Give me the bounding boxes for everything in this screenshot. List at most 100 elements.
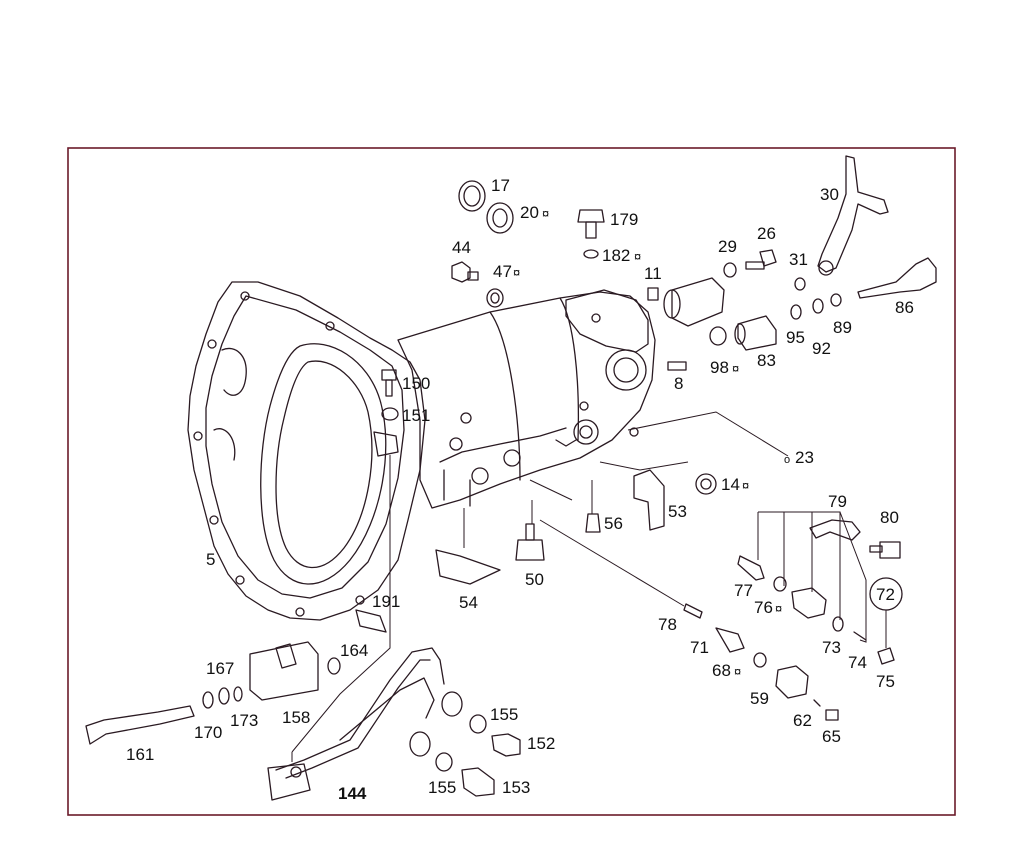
callout-54: 54 bbox=[459, 593, 478, 612]
callout-167: 167 bbox=[206, 659, 234, 678]
callout-29: 29 bbox=[718, 237, 737, 256]
callout-labels: 5 17 20 ¤ 179 182 ¤ 44 47 ¤ 11 29 26 30 … bbox=[126, 176, 914, 803]
callout-56: 56 bbox=[604, 514, 623, 533]
part-44-bolt bbox=[451, 261, 479, 283]
part-53-bracket bbox=[633, 469, 665, 531]
part-144-pipe bbox=[267, 647, 463, 801]
callout-53: 53 bbox=[668, 502, 687, 521]
part-151-washer bbox=[381, 407, 399, 421]
part-155b-washer bbox=[435, 752, 453, 772]
callout-44: 44 bbox=[452, 238, 471, 257]
part-73-ring bbox=[832, 616, 844, 632]
part-167-ring bbox=[218, 687, 230, 705]
callout-89: 89 bbox=[833, 318, 852, 337]
bell-housing bbox=[187, 281, 426, 621]
part-173-ring bbox=[233, 686, 243, 702]
callout-152: 152 bbox=[527, 734, 555, 753]
part-valve-fitting bbox=[791, 587, 827, 619]
callout-17: 17 bbox=[491, 176, 510, 195]
callout-164: 164 bbox=[340, 641, 368, 660]
part-77-fitting bbox=[737, 555, 765, 581]
callout-144: 144 bbox=[338, 784, 367, 803]
marker-47: ¤ bbox=[513, 265, 520, 280]
callout-5: 5 bbox=[206, 550, 215, 569]
callout-30: 30 bbox=[820, 185, 839, 204]
part-75-clamp bbox=[877, 647, 895, 665]
diagram-frame bbox=[67, 147, 956, 816]
callout-95: 95 bbox=[786, 328, 805, 347]
callout-50: 50 bbox=[525, 570, 544, 589]
part-71-plug bbox=[715, 627, 745, 653]
callout-161: 161 bbox=[126, 745, 154, 764]
marker-20: ¤ bbox=[542, 206, 549, 221]
callout-20: 20 bbox=[520, 203, 539, 222]
callout-179: 179 bbox=[610, 210, 638, 229]
callout-98: 98 bbox=[710, 358, 729, 377]
part-56-fitting bbox=[585, 513, 601, 533]
part-68-ring bbox=[753, 652, 767, 668]
callout-8: 8 bbox=[674, 374, 683, 393]
part-65-nut bbox=[825, 709, 839, 721]
transmission-case bbox=[397, 289, 656, 509]
part-74-clip bbox=[853, 631, 867, 641]
part-86-shaft bbox=[857, 257, 937, 299]
part-30-lever bbox=[817, 155, 889, 276]
callout-78: 78 bbox=[658, 615, 677, 634]
callout-158: 158 bbox=[282, 708, 310, 727]
callout-72: 72 bbox=[876, 585, 895, 604]
part-29-washer bbox=[723, 262, 737, 278]
part-11-pin bbox=[647, 287, 659, 301]
callout-11: 11 bbox=[644, 264, 662, 283]
callout-71: 71 bbox=[690, 638, 709, 657]
part-54-cover bbox=[435, 549, 501, 585]
part-8-pin bbox=[667, 361, 687, 371]
callout-151: 151 bbox=[402, 406, 430, 425]
callout-150: 150 bbox=[402, 374, 430, 393]
part-26-bolt bbox=[745, 249, 777, 270]
marker-23: o bbox=[784, 454, 790, 466]
callout-65: 65 bbox=[822, 727, 841, 746]
callout-155a: 155 bbox=[490, 705, 518, 724]
part-83-solenoid bbox=[734, 315, 777, 351]
callout-23: 23 bbox=[795, 448, 814, 467]
callout-62: 62 bbox=[793, 711, 812, 730]
callout-77: 77 bbox=[734, 581, 753, 600]
part-80-bolt bbox=[869, 541, 901, 559]
part-14-washer bbox=[695, 473, 717, 495]
part-20-seal bbox=[486, 202, 514, 234]
callout-153: 153 bbox=[502, 778, 530, 797]
callout-73: 73 bbox=[822, 638, 841, 657]
part-92-washer bbox=[812, 298, 824, 314]
callout-92: 92 bbox=[812, 339, 831, 358]
callout-86: 86 bbox=[895, 298, 914, 317]
marker-98: ¤ bbox=[732, 361, 739, 376]
marker-182: ¤ bbox=[634, 249, 641, 264]
leader-lines bbox=[291, 411, 887, 762]
part-47-washer bbox=[486, 288, 504, 308]
part-191-bracket bbox=[355, 431, 399, 633]
part-17-seal bbox=[458, 180, 486, 212]
part-161-shaft bbox=[85, 705, 195, 745]
marker-14: ¤ bbox=[742, 478, 749, 493]
part-182-ring bbox=[583, 249, 599, 259]
part-59-cap bbox=[775, 665, 809, 699]
part-50-sensor bbox=[515, 523, 545, 561]
part-153-bolt bbox=[461, 767, 495, 797]
part-89-washer bbox=[830, 293, 842, 307]
callout-79: 79 bbox=[828, 492, 847, 511]
marker-68: ¤ bbox=[734, 664, 741, 679]
callout-14: 14 bbox=[721, 475, 740, 494]
part-valve-body bbox=[663, 277, 725, 327]
part-179-breather bbox=[577, 209, 605, 239]
callout-191: 191 bbox=[372, 592, 400, 611]
callout-155b: 155 bbox=[428, 778, 456, 797]
callout-26: 26 bbox=[757, 224, 776, 243]
callout-182: 182 bbox=[602, 246, 630, 265]
part-98-washer bbox=[709, 326, 727, 346]
callout-170: 170 bbox=[194, 723, 222, 742]
callout-83: 83 bbox=[757, 351, 776, 370]
callout-75: 75 bbox=[876, 672, 895, 691]
callout-173: 173 bbox=[230, 711, 258, 730]
callout-59: 59 bbox=[750, 689, 769, 708]
